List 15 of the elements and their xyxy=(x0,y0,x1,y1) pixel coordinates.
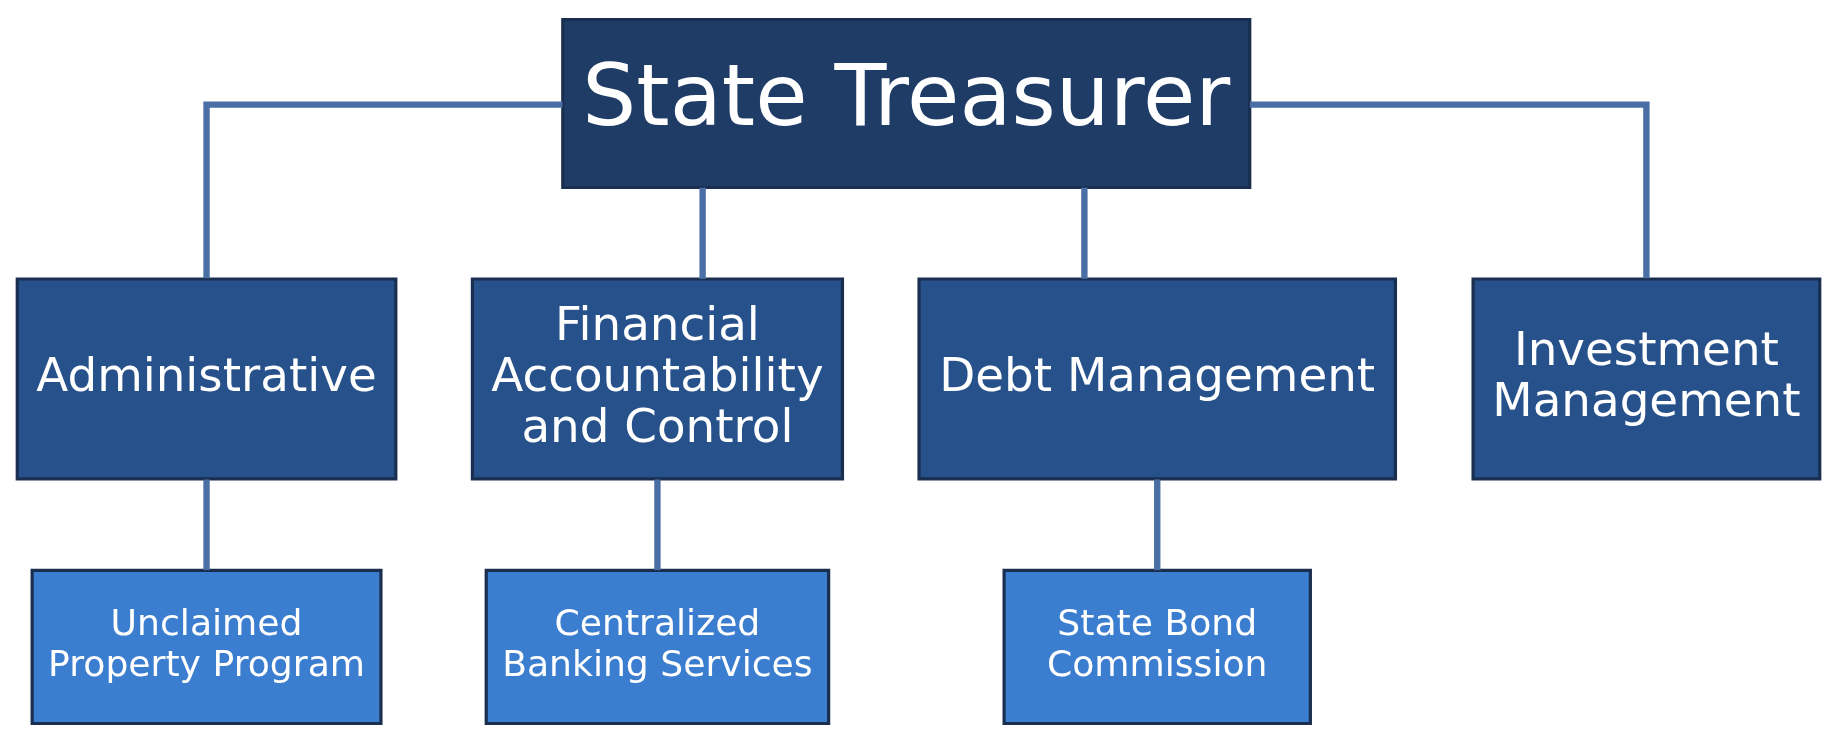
node-box: State Treasurer xyxy=(561,17,1252,190)
connector xyxy=(699,187,706,279)
connector xyxy=(1249,101,1650,279)
connector xyxy=(203,479,210,571)
connector xyxy=(1081,187,1088,279)
connector xyxy=(654,479,661,571)
node-box: State Bond Commission xyxy=(1002,568,1312,726)
node-box: Centralized Banking Services xyxy=(484,568,831,726)
node-box: Financial Accountability and Control xyxy=(470,277,845,481)
node-box: Unclaimed Property Program xyxy=(30,568,383,726)
connector xyxy=(203,101,563,279)
node-box: Administrative xyxy=(15,277,398,481)
connector xyxy=(1154,479,1161,571)
node-box: Investment Management xyxy=(1471,277,1822,481)
node-box: Debt Management xyxy=(917,277,1398,481)
